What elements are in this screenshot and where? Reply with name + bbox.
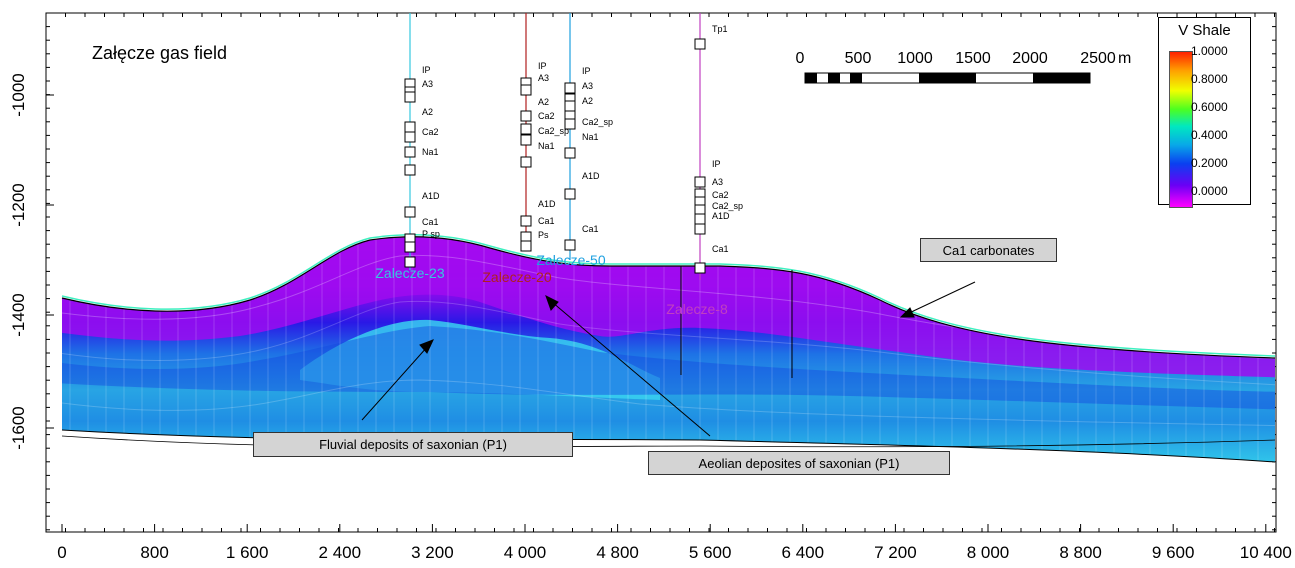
x-axis-tick-label: 8 800 (1059, 543, 1102, 562)
x-axis-tick-label: 2 400 (319, 543, 362, 562)
well-name-label: Zalecze-50 (536, 252, 605, 268)
well-marker-label: A3 (582, 81, 593, 91)
well-marker-label: A1D (712, 211, 730, 221)
vshale-legend: V Shale 1.0000 0.8000 0.6000 0.4000 0.20… (1158, 17, 1251, 208)
blue-band (62, 326, 1275, 410)
y-axis-tick-label: -1400 (9, 293, 28, 336)
scale-bar-label: 2000 (1012, 50, 1048, 67)
well-marker-label: Na1 (582, 132, 599, 142)
x-axis-tick-label: 5 600 (689, 543, 732, 562)
x-axis-tick-label: 6 400 (782, 543, 825, 562)
scale-bar-label: 0 (796, 50, 805, 67)
well-name-label: Zalecze-8 (666, 301, 728, 317)
well-name-label: Zalecze-20 (482, 269, 551, 285)
well-marker-label: P sp (422, 229, 440, 239)
well-marker-label: Tp1 (712, 24, 728, 34)
well-marker-label: A3 (422, 79, 433, 89)
well-marker-label: Ca1 (582, 224, 599, 234)
y-axis-tick-label: -1000 (9, 73, 28, 116)
legend-tick-label: 1.0000 (1191, 44, 1228, 58)
x-axis-tick-label: 3 200 (411, 543, 454, 562)
x-axis-tick-label: 800 (140, 543, 168, 562)
x-axis-tick-label: 7 200 (874, 543, 917, 562)
well-marker-label: A2 (422, 107, 433, 117)
y-axis-tick-label: -1600 (9, 406, 28, 449)
well-marker-label: IP (422, 65, 431, 75)
legend-title: V Shale (1178, 22, 1231, 39)
well-marker-label: IP (538, 61, 547, 71)
aeolian-lens (300, 319, 660, 400)
well-marker-label: A1D (538, 199, 556, 209)
legend-tick-label: 0.2000 (1191, 156, 1228, 170)
well-marker-label: A1D (582, 171, 600, 181)
x-axis-tick-label: 1 600 (226, 543, 269, 562)
x-axis-tick-label: 0 (57, 543, 66, 562)
well-marker-label: Ca2 (422, 127, 439, 137)
y-axis-tick-label: -1200 (9, 183, 28, 226)
plot-title: Załęcze gas field (92, 43, 228, 63)
shale-zone-upper (62, 236, 1275, 378)
legend-color-ramp (1169, 51, 1193, 208)
legend-tick-label: 0.6000 (1191, 100, 1228, 114)
legend-tick-label: 0.4000 (1191, 128, 1228, 142)
scale-bar-label: 500 (845, 50, 872, 67)
legend-tick-label: 0.8000 (1191, 72, 1228, 86)
scale-bar-label: 1000 (897, 50, 933, 67)
top-horizon-line (61, 236, 1276, 359)
well-marker-label: A3 (712, 177, 723, 187)
well-name-label: Zalecze-23 (375, 265, 444, 281)
x-axis-tick-label: 8 000 (967, 543, 1010, 562)
x-axis-tick-label: 4 000 (504, 543, 547, 562)
well-marker-label: Ca1 (422, 217, 439, 227)
well-marker-label: A2 (582, 96, 593, 106)
well-marker-label: Ca2 (712, 190, 729, 200)
scale-bar-label: 2500 (1080, 50, 1116, 67)
well-marker-label: Ca1 (538, 216, 555, 226)
well-marker-label: A1D (422, 191, 440, 201)
x-axis-tick-label: 10 400 (1240, 543, 1292, 562)
scale-bar-label: 1500 (955, 50, 991, 67)
well-marker-label: Ca1 (712, 244, 729, 254)
callout-arrows (361, 281, 976, 437)
well-marker-label: A3 (538, 73, 549, 83)
x-axis-tick-label: 9 600 (1152, 543, 1195, 562)
well-marker-label: Ca2 (538, 111, 555, 121)
ca1-callout: Ca1 carbonates (920, 238, 1057, 262)
ca1-carbonate-line (61, 233, 1276, 357)
x-axis-tick-label: 4 800 (596, 543, 639, 562)
well-marker-label: IP (582, 66, 591, 76)
well-marker-label: Na1 (422, 147, 439, 157)
well-marker-label: Ca2_sp (582, 117, 613, 127)
well-marker-label: Ps (538, 230, 549, 240)
well-marker-label: Na1 (538, 141, 555, 151)
legend-tick-label: 0.0000 (1191, 184, 1228, 198)
well-marker-label: Ca2_sp (712, 201, 743, 211)
well-marker-label: IP (712, 159, 721, 169)
well-marker-label: A2 (538, 97, 549, 107)
plot-frame (45, 12, 1277, 533)
fluvial-callout: Fluvial deposits of saxonian (P1) (253, 432, 573, 457)
aeolian-callout: Aeolian deposites of saxonian (P1) (648, 451, 950, 475)
scale-bar-unit: m (1118, 50, 1131, 67)
well-marker-label: Ca2_sp (538, 126, 569, 136)
